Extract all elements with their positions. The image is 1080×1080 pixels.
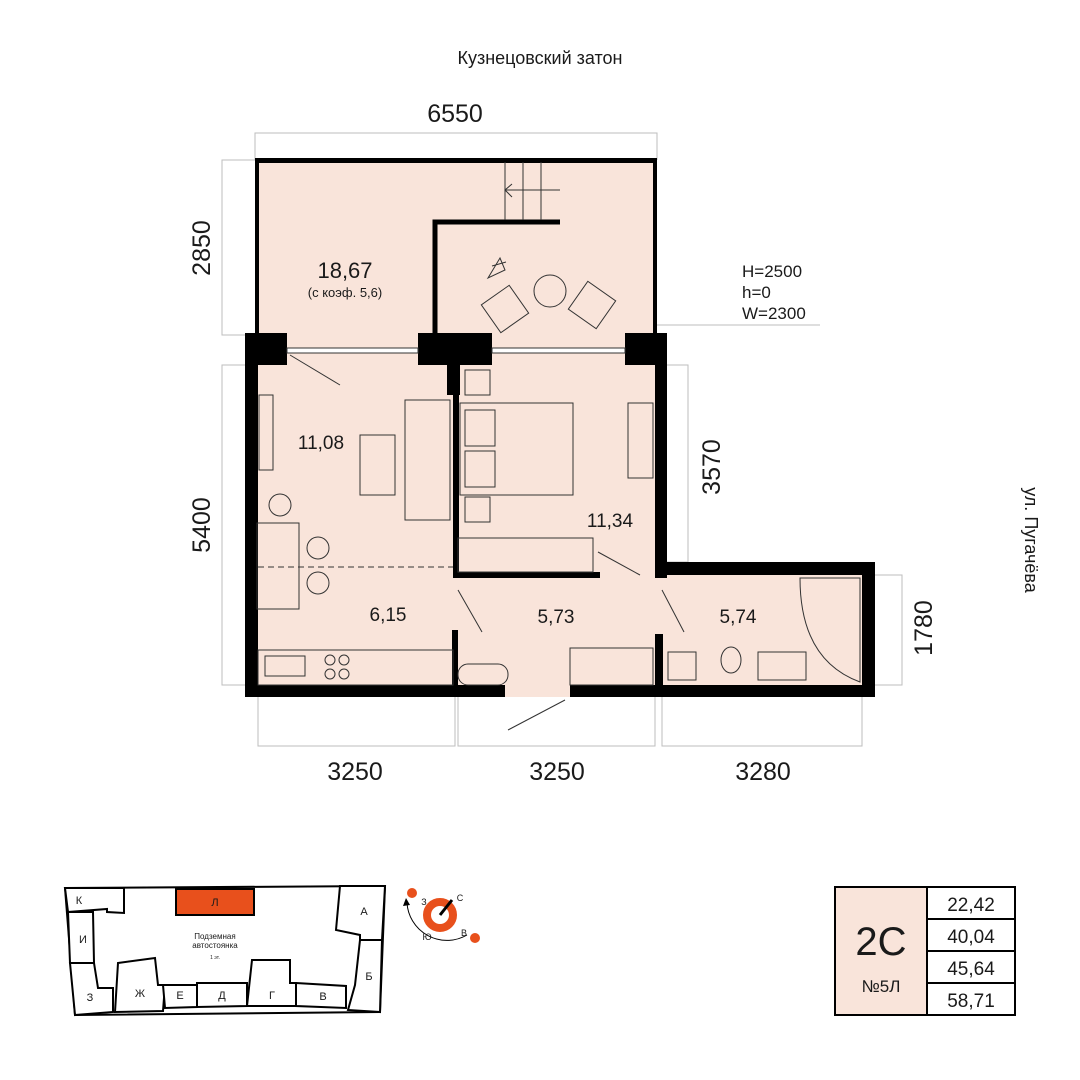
arrow-icon (403, 898, 410, 906)
window-width: W=2300 (742, 304, 806, 323)
section-label: И (79, 934, 87, 946)
section-label: К (76, 895, 83, 907)
section-label: Ж (135, 988, 145, 1000)
section-label: Д (218, 990, 226, 1002)
bedroom-area: 11,34 (587, 511, 634, 532)
section-label: А (360, 906, 368, 918)
stairs (504, 162, 560, 220)
compass-ring (423, 898, 457, 932)
window-sill: h=0 (742, 283, 771, 302)
dimension-top: 6550 (427, 100, 483, 128)
dimension-bedroom: 3570 (698, 439, 726, 495)
area-value: 22,42 (947, 895, 995, 916)
compass-north: С (457, 893, 464, 903)
parking-label-1: Подземная (194, 932, 235, 941)
section-label: В (319, 991, 326, 1003)
bed (459, 402, 574, 496)
section-highlighted (175, 888, 255, 916)
dimension-bottom-2: 3250 (529, 758, 585, 786)
apartment-info: 2С №5Л 22,42 40,04 45,64 58,71 (834, 886, 1016, 1016)
site-plan (63, 884, 387, 1017)
terrace-area-note: (с коэф. 5,6) (308, 285, 382, 300)
dining-table (256, 522, 300, 610)
sun-icon (470, 933, 480, 943)
terrace (255, 158, 657, 338)
hall-wardrobe (569, 647, 654, 686)
furniture (256, 354, 861, 731)
walls (245, 333, 875, 697)
terrace-area: 18,67 (317, 258, 372, 283)
sofa (404, 399, 451, 521)
dimension-bottom-3: 3280 (735, 758, 791, 786)
area-value: 45,64 (947, 959, 995, 980)
section-label: Е (176, 990, 183, 1002)
compass-west: З (421, 897, 426, 907)
sun-icon (407, 888, 417, 898)
parking-note: 1 эт. (210, 955, 220, 961)
site-plan-labels: К Л А И З Ж Е Д Г В Б Подземная автостоя… (76, 895, 373, 1004)
street-right-label: ул. Пугачёва (1021, 487, 1041, 594)
area-value: 58,71 (947, 991, 995, 1012)
compass-east: В (461, 928, 467, 938)
wardrobe (457, 537, 594, 573)
parking-label-2: автостоянка (192, 941, 238, 950)
bathtub (799, 577, 861, 683)
living-area: 11,08 (298, 433, 344, 454)
dimension-balcony: 2850 (188, 220, 216, 276)
section-label: Л (211, 897, 218, 909)
section-label: Г (269, 990, 275, 1002)
tv (258, 394, 274, 471)
hall-area: 5,73 (538, 607, 575, 628)
compass: З С В Ю (403, 888, 480, 943)
compass-south: Ю (422, 932, 431, 942)
apartment-number: №5Л (862, 977, 901, 996)
apartment-type: 2С (855, 920, 906, 964)
kitchen-area: 6,15 (370, 605, 407, 626)
dimension-bottom-1: 3250 (327, 758, 383, 786)
dimension-left: 5400 (188, 497, 216, 553)
bath-area: 5,74 (720, 607, 757, 628)
street-top-label: Кузнецовский затон (457, 48, 622, 68)
coffee-table (359, 434, 396, 496)
section-label: З (87, 992, 94, 1004)
window-height: H=2500 (742, 262, 802, 281)
section-label: Б (365, 971, 372, 983)
terrace-furniture (480, 256, 617, 334)
dimension-bath: 1780 (910, 600, 938, 656)
area-value: 40,04 (947, 927, 995, 948)
kitchen-counter (257, 649, 454, 686)
